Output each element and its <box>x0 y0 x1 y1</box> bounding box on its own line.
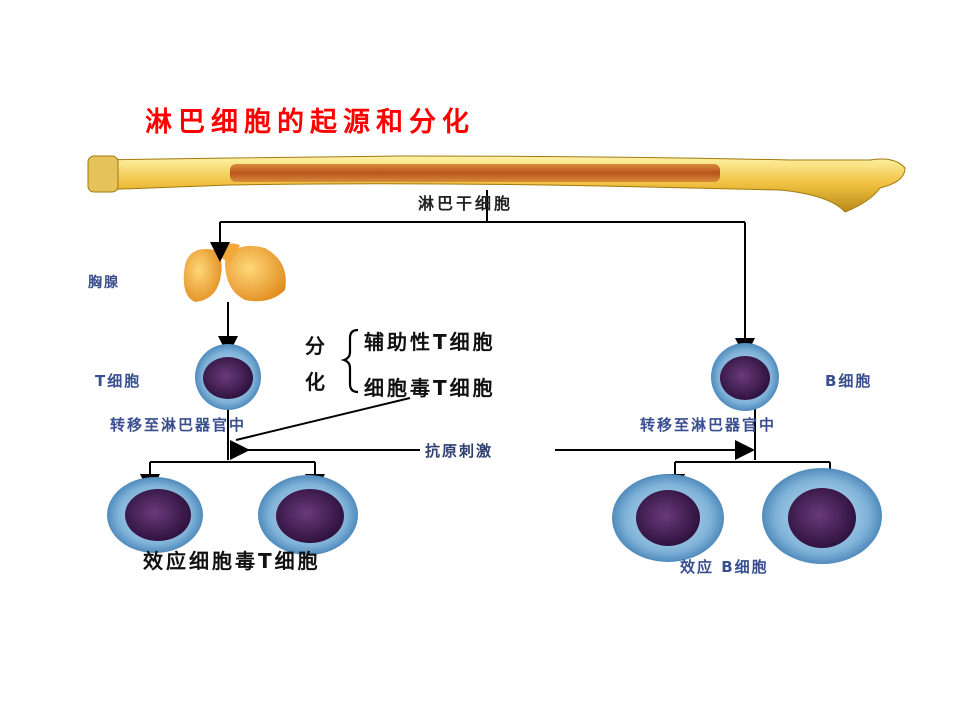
b-cell-label: B细胞 <box>825 372 873 390</box>
right-migration-label: 转移至淋巴器官中 <box>640 416 777 434</box>
thymus-label: 胸腺 <box>88 275 120 291</box>
t-cell-illustration <box>195 344 261 410</box>
effector-t-cell-1 <box>107 477 203 553</box>
differentiation-label-1: 分 <box>305 334 328 358</box>
diagram-title: 淋巴细胞的起源和分化 <box>145 107 475 138</box>
cytotoxic-t-cell-label: 细胞毒T细胞 <box>364 376 496 400</box>
effector-t-cell-2 <box>258 475 358 555</box>
effector-cytotoxic-t-label: 效应细胞毒T细胞 <box>143 549 321 573</box>
effector-b-label: 效应 B细胞 <box>680 558 769 576</box>
helper-t-cell-label: 辅助性T细胞 <box>364 330 496 354</box>
lineage-lines <box>140 190 840 494</box>
t-cell-label: T细胞 <box>95 372 142 390</box>
lymphoid-stem-cell-label: 淋巴干细胞 <box>418 194 514 213</box>
effector-b-cell-2 <box>762 468 882 564</box>
effector-b-cell-1 <box>612 474 724 562</box>
bone-illustration <box>87 155 906 213</box>
thymus-illustration <box>183 243 286 302</box>
antigen-stimulation-label: 抗原刺激 <box>425 442 494 460</box>
left-migration-label: 转移至淋巴器官中 <box>110 416 247 434</box>
b-cell-illustration <box>711 343 779 411</box>
differentiation-label-2: 化 <box>305 370 328 394</box>
